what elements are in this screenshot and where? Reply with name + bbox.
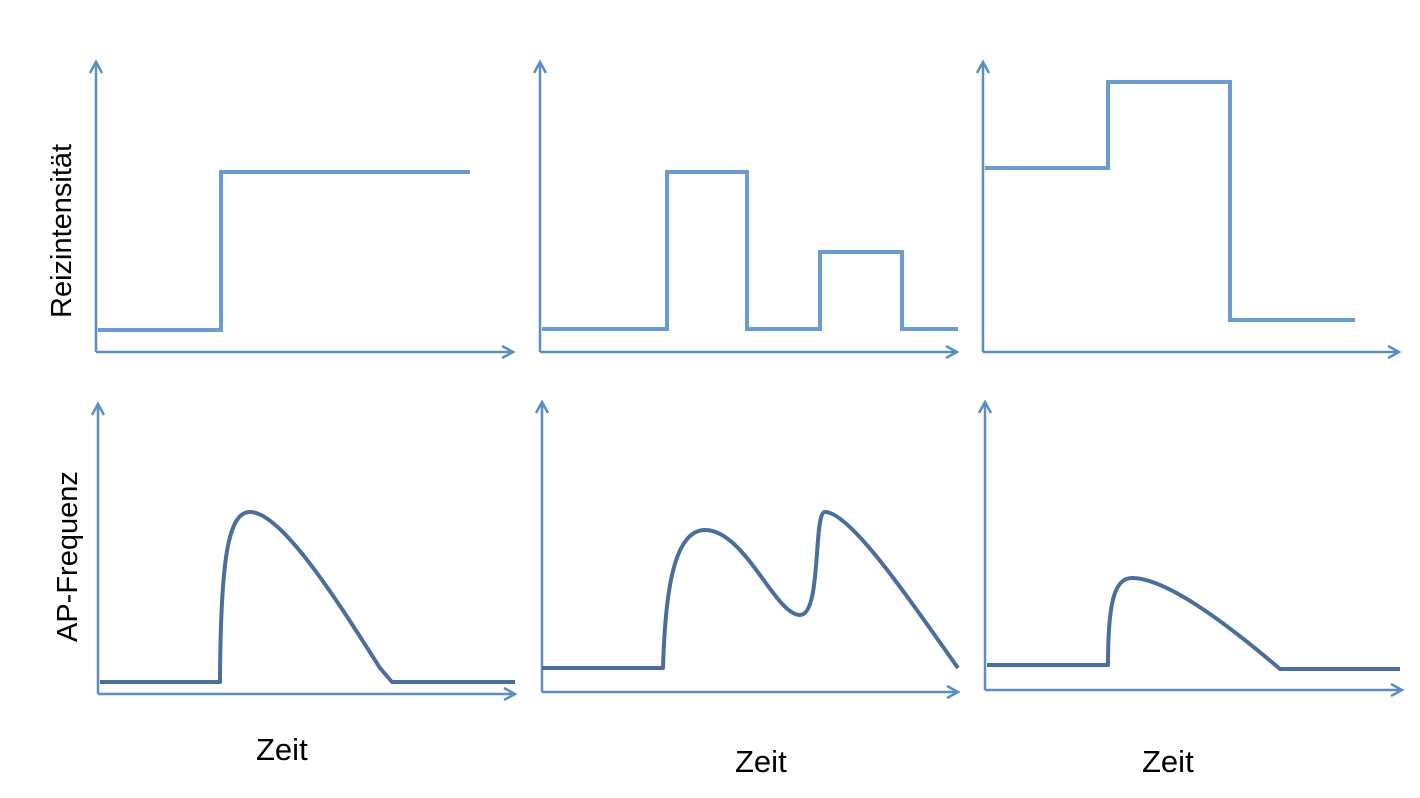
response-panel-2-axes [534, 399, 961, 700]
stimulus-panel-3-axes [975, 59, 1402, 360]
response-panel-3-axes [977, 399, 1405, 698]
response-curve-3 [987, 576, 1400, 671]
stimulus-curve-1 [98, 170, 470, 332]
y-axis-label-top: Reizintensität [46, 143, 78, 318]
stimulus-panel-2-axes [532, 59, 960, 360]
response-curve-1 [100, 510, 515, 684]
x-axis-label-left: Zeit [256, 732, 308, 767]
response-panel-1-axes [90, 401, 518, 702]
stimulus-panel-1-axes [88, 59, 516, 360]
stimulus-curve-2 [542, 170, 958, 331]
stimulus-curve-3 [985, 80, 1355, 322]
response-curve-2 [542, 510, 960, 670]
y-axis-label-bottom: AP-Frequenz [52, 471, 84, 642]
x-axis-label-right: Zeit [1142, 744, 1194, 779]
x-axis-label-middle: Zeit [735, 744, 787, 779]
